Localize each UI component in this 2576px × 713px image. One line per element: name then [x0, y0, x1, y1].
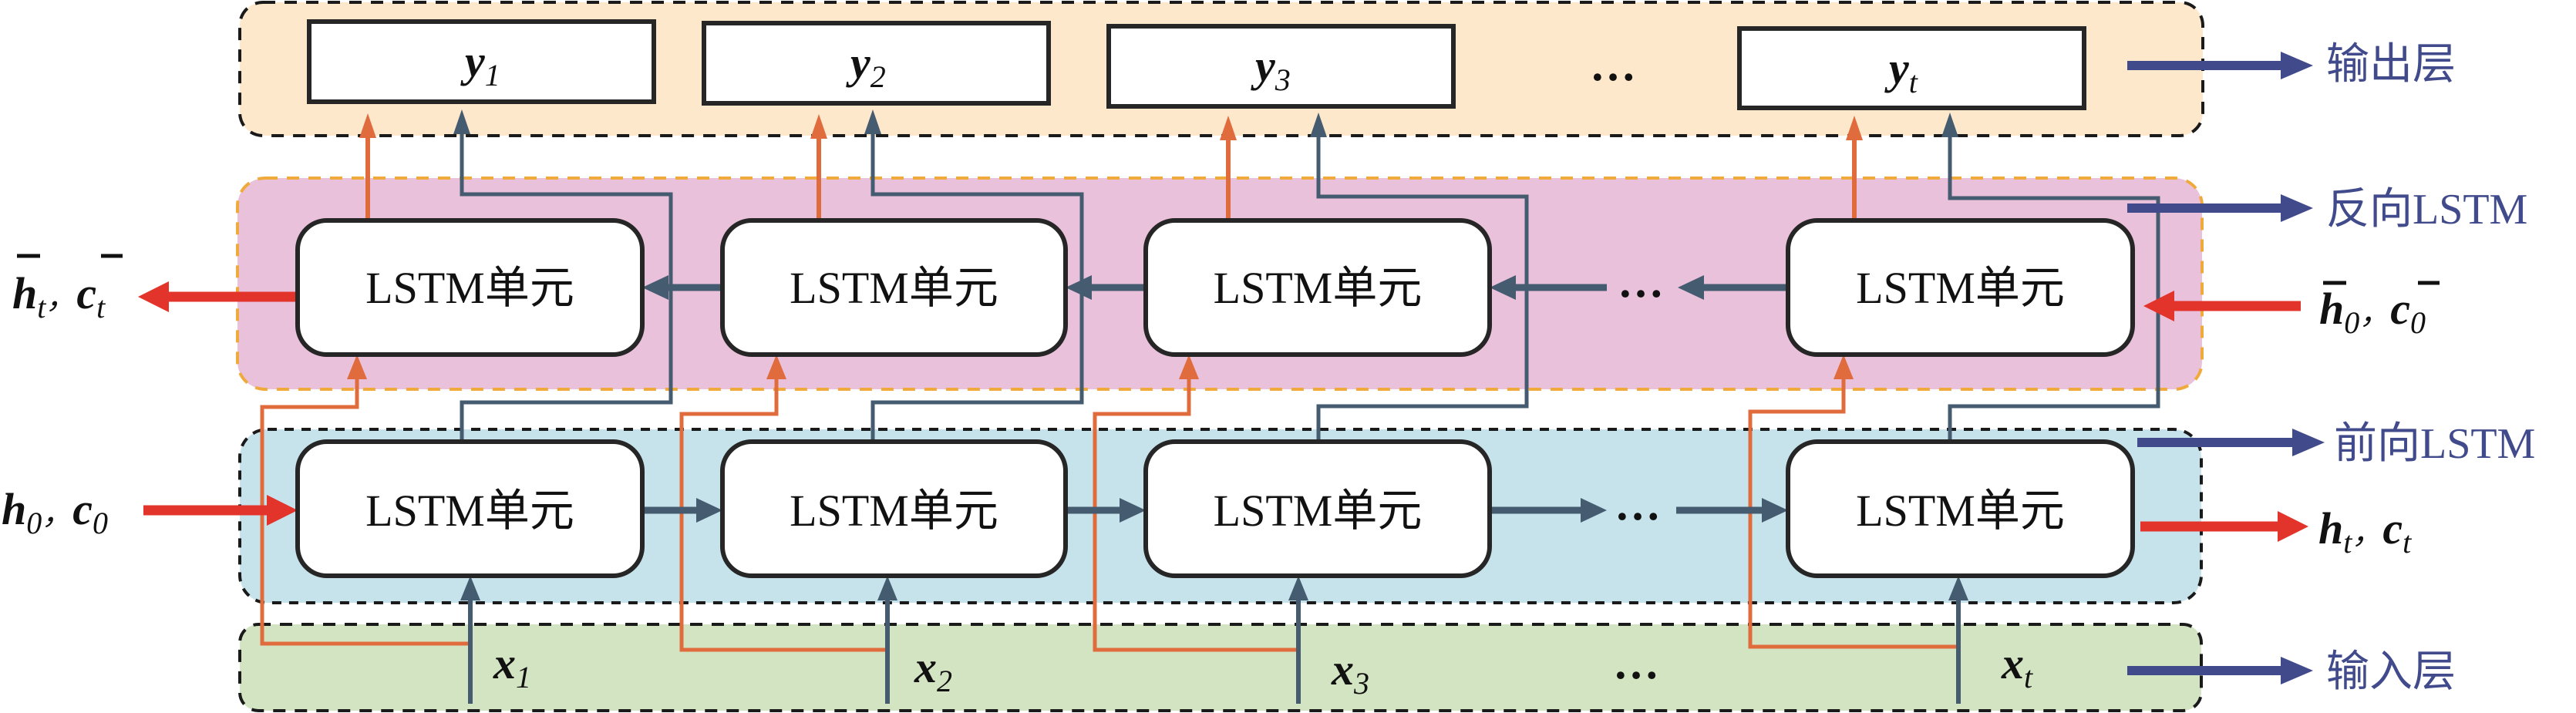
- legend-input-arrow-icon: [2281, 657, 2313, 684]
- legend-backward-arrow-icon: [2281, 194, 2313, 222]
- output-box-y1: y1: [307, 19, 656, 104]
- backward-lstm-cell: LSTM单元: [1786, 218, 2135, 357]
- connection-paths: [138, 52, 2325, 704]
- output-label: y1: [460, 36, 500, 92]
- backward-final-state-label: ht，ct: [12, 254, 123, 325]
- input-to-backward-line: [679, 378, 887, 652]
- forward-lstm-cell: LSTM单元: [1143, 439, 1492, 578]
- arrowhead-left-icon: [2143, 291, 2174, 321]
- lstm-cells: … … LSTM单元 LSTM单元 LSTM单元 LSTM单元 LSTM单元 LSTM单元 LS…: [295, 218, 2135, 578]
- state-text: ht，ct: [12, 268, 106, 325]
- cell-label: LSTM单元: [365, 263, 574, 313]
- arrowhead-left-icon: [1490, 275, 1516, 300]
- arrowhead-left-icon: [1066, 275, 1092, 300]
- cell-label: LSTM单元: [1856, 263, 2065, 313]
- output-label: y2: [846, 38, 886, 94]
- cell-box: [1786, 218, 2135, 357]
- forward-initial-state-label: h0，c0: [2, 484, 108, 540]
- cell-box: [1143, 218, 1492, 357]
- cell-label: LSTM单元: [1214, 263, 1423, 313]
- cell-label: LSTM单元: [790, 263, 998, 313]
- state-text: h0，c0: [2319, 284, 2426, 340]
- cell-label: LSTM单元: [1856, 486, 2065, 536]
- legend-forward-lstm: 前向LSTM: [2334, 420, 2535, 468]
- arrowhead-up-icon: [1288, 576, 1308, 600]
- backward-lstm-cell: LSTM单元: [1143, 218, 1492, 357]
- output-box-yt: yt: [1737, 26, 2086, 110]
- arrowhead-up-icon: [460, 576, 480, 600]
- arrowhead-up-icon: [1310, 113, 1327, 137]
- arrowhead-up-icon: [347, 355, 367, 379]
- state-text: ht，ct: [2318, 503, 2412, 560]
- arrowhead-right-icon: [1120, 498, 1146, 523]
- output-box-y2: y2: [702, 21, 1051, 106]
- cell-box: [720, 218, 1068, 357]
- arrowhead-right-icon: [1762, 498, 1788, 523]
- input-label-x3: x3: [1331, 644, 1369, 701]
- input-to-backward-line: [260, 378, 470, 646]
- cell-box: [1143, 439, 1492, 578]
- cell-label: LSTM单元: [1214, 486, 1423, 536]
- state-text: h0，c0: [2, 484, 108, 540]
- arrowhead-up-icon: [1846, 116, 1863, 140]
- input-label-x2: x2: [914, 642, 952, 698]
- input-labels: x1 x2 x3 … xt: [493, 637, 2033, 701]
- cell-label: LSTM单元: [790, 486, 998, 536]
- legend-forward-arrow-icon: [2292, 429, 2325, 456]
- arrowhead-right-icon: [267, 495, 298, 526]
- forward-lstm-cell: LSTM单元: [295, 439, 645, 578]
- forward-lstm-cell: LSTM单元: [720, 439, 1068, 578]
- arrowhead-up-icon: [1179, 355, 1199, 379]
- forward-final-state-label: ht，ct: [2318, 503, 2412, 560]
- input-label-x1: x1: [493, 638, 531, 695]
- arrowhead-right-icon: [696, 498, 722, 523]
- legend: 输出层 反向LSTM 前向LSTM 输入层: [2326, 41, 2535, 696]
- arrowhead-left-icon: [1678, 275, 1704, 300]
- arrowhead-up-icon: [453, 109, 470, 134]
- arrowhead-right-icon: [2278, 511, 2308, 542]
- legend-output-layer: 输出层: [2326, 41, 2456, 89]
- forward-to-output-line: [460, 133, 673, 442]
- arrowhead-up-icon: [766, 355, 786, 379]
- output-boxes: y1 y2 y3 … yt: [307, 19, 2086, 110]
- arrowhead-up-icon: [359, 113, 376, 138]
- arrowhead-up-icon: [864, 109, 881, 134]
- cell-box: [295, 439, 645, 578]
- output-label: y3: [1251, 41, 1291, 97]
- backward-lstm-cell: LSTM单元: [295, 218, 645, 357]
- cell-box: [1786, 439, 2135, 578]
- input-to-backward-line: [1093, 378, 1298, 652]
- cell-label: LSTM单元: [365, 486, 574, 536]
- arrowhead-right-icon: [1581, 498, 1607, 523]
- backward-ellipsis: …: [1618, 256, 1664, 307]
- arrowhead-left-icon: [642, 275, 668, 300]
- arrowhead-up-icon: [877, 576, 897, 600]
- arrowhead-left-icon: [138, 281, 169, 312]
- arrowhead-up-icon: [1834, 355, 1854, 379]
- backward-lstm-cell: LSTM单元: [720, 218, 1068, 357]
- forward-lstm-cell: LSTM单元: [1786, 439, 2135, 578]
- arrowhead-up-icon: [810, 114, 827, 139]
- output-label: yt: [1884, 43, 1918, 99]
- cell-box: [720, 439, 1068, 578]
- input-to-backward-line: [1748, 378, 1958, 649]
- forward-to-output-line: [1316, 136, 1529, 442]
- arrowhead-up-icon: [1948, 576, 1968, 600]
- forward-ellipsis: …: [1615, 479, 1661, 530]
- output-ellipsis: …: [1590, 39, 1636, 90]
- legend-input-layer: 输入层: [2326, 648, 2456, 696]
- forward-to-output-line: [870, 133, 1084, 442]
- output-box-y3: y3: [1106, 24, 1456, 109]
- legend-output-arrow-icon: [2281, 52, 2313, 79]
- arrowhead-up-icon: [1941, 113, 1958, 137]
- state-labels: ht，ct h0，c0 h0，c0 ht，ct: [2, 254, 2440, 560]
- arrowhead-up-icon: [1220, 116, 1237, 140]
- input-layer-region: [238, 623, 2203, 712]
- input-label-xt: xt: [2001, 638, 2033, 695]
- input-ellipsis: …: [1613, 637, 1659, 688]
- backward-initial-state-label: h0，c0: [2319, 281, 2440, 340]
- cell-box: [295, 218, 645, 357]
- legend-backward-lstm: 反向LSTM: [2326, 186, 2527, 234]
